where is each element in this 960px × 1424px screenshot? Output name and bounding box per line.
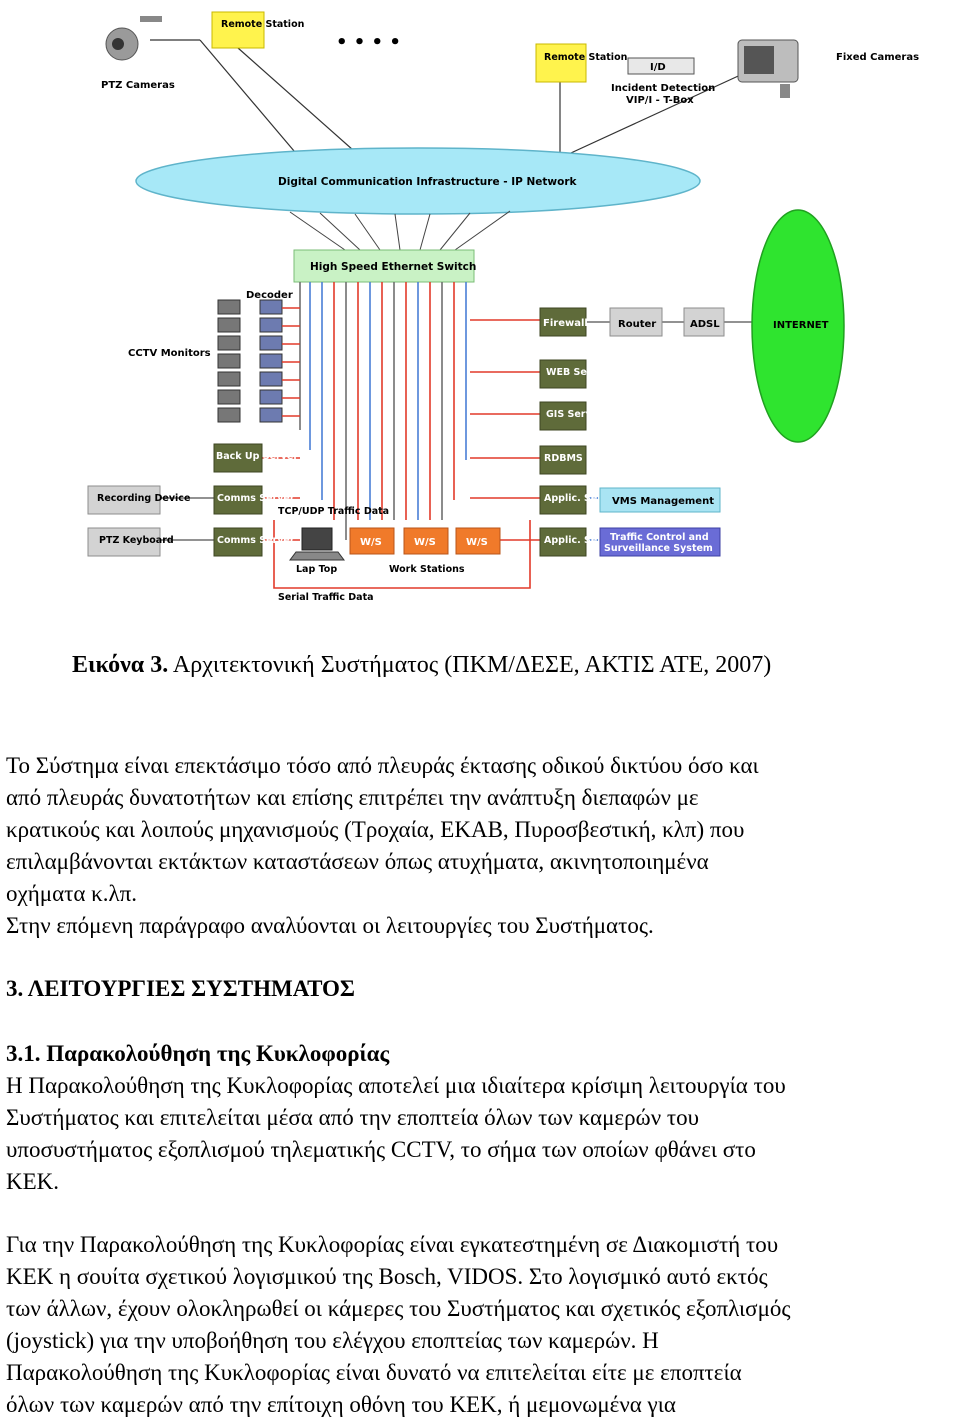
internet-label: INTERNET xyxy=(773,320,829,331)
p1-line-2: από πλευράς δυνατοτήτων και επίσης επιτρ… xyxy=(6,782,759,814)
p3-line-6: όλων των καμερών από την επίτοιχη οθόνη … xyxy=(6,1389,791,1421)
comms-server-1-label: Comms Server xyxy=(217,493,295,504)
serial-traffic-label: Serial Traffic Data xyxy=(278,592,374,603)
caption-number: Εικόνα 3. xyxy=(72,652,168,678)
system-architecture-diagram: PTZ Cameras Remote Station Remote Statio… xyxy=(0,0,960,640)
ws-1-label: W/S xyxy=(360,537,382,548)
caption-text: Αρχιτεκτονική Συστήματος (ΠΚΜ/ΔΕΣΕ, ΑΚΤΙ… xyxy=(168,652,771,678)
p2-line-3: υποσυστήματος εξοπλισμού τηλεματικής CCT… xyxy=(6,1134,786,1166)
firewall-label: Firewall xyxy=(543,318,588,329)
rdbms-server-label: RDBMS Server xyxy=(544,453,622,464)
recording-device-label: Recording Device xyxy=(97,493,190,504)
incident-detection-line2: VIP/I - T-Box xyxy=(626,95,694,106)
adsl-label: ADSL xyxy=(690,319,720,330)
laptop-label: Lap Top xyxy=(296,564,337,575)
remote-station-1-label: Remote Station xyxy=(221,19,305,30)
ethernet-switch-label: High Speed Ethernet Switch xyxy=(310,261,476,273)
router-label: Router xyxy=(618,319,656,330)
gis-server-label: GIS Server xyxy=(546,409,603,420)
network-switch-lines xyxy=(290,211,510,250)
p1-line-6: Στην επόμενη παράγραφο αναλύονται οι λει… xyxy=(6,910,759,942)
remote-station-2-box xyxy=(536,44,586,82)
paragraph-3: Για την Παρακολούθηση της Κυκλοφορίας εί… xyxy=(6,1229,791,1421)
ip-network-label: Digital Communication Infrastructure - I… xyxy=(278,176,578,188)
figure-caption: Εικόνα 3. Αρχιτεκτονική Συστήματος (ΠΚΜ/… xyxy=(72,652,771,679)
p3-line-5: Παρακολούθηση της Κυκλοφορίας είναι δυνα… xyxy=(6,1357,791,1389)
paragraph-1: Το Σύστημα είναι επεκτάσιμο τόσο από πλε… xyxy=(6,750,759,942)
fixed-camera-icon xyxy=(738,40,798,98)
p1-line-4: επιλαμβάνονται εκτάκτων καταστάσεων όπως… xyxy=(6,846,759,878)
fixed-cameras-label: Fixed Cameras xyxy=(836,52,919,63)
remote-station-1-box xyxy=(212,12,264,48)
p3-line-4: (joystick) για την υποβοήθηση του ελέγχο… xyxy=(6,1325,791,1357)
p1-line-1: Το Σύστημα είναι επεκτάσιμο τόσο από πλε… xyxy=(6,750,759,782)
vms-management-label: VMS Management xyxy=(612,496,714,507)
p2-line-4: ΚΕΚ. xyxy=(6,1166,786,1198)
ptz-keyboard-label: PTZ Keyboard xyxy=(99,535,174,546)
p1-line-3: κρατικούς και λοιπούς μηχανισμούς (Τροχα… xyxy=(6,814,759,846)
section-heading: 3. ΛΕΙΤΟΥΡΓΙΕΣ ΣΥΣΤΗΜΑΤΟΣ xyxy=(6,973,355,1005)
remote-station-2-label: Remote Station xyxy=(544,52,628,63)
p3-line-2: ΚΕΚ η σουίτα σχετικού λογισμικού της Bos… xyxy=(6,1261,791,1293)
decoder-monitors xyxy=(218,300,282,422)
tcp-udp-label: TCP/UDP Traffic Data xyxy=(278,506,389,517)
cctv-monitors-label: CCTV Monitors xyxy=(128,348,211,359)
p3-line-3: των άλλων, έχουν ολοκληρωθεί οι κάμερες … xyxy=(6,1293,791,1325)
ptz-cameras-label: PTZ Cameras xyxy=(101,80,175,91)
ws-3-label: W/S xyxy=(466,537,488,548)
subsection-heading: 3.1. Παρακολούθηση της Κυκλοφορίας xyxy=(6,1038,786,1070)
backup-server-label: Back Up Server xyxy=(216,451,298,462)
subsection-block: 3.1. Παρακολούθηση της Κυκλοφορίας Η Παρ… xyxy=(6,1038,786,1198)
more-stations-dots: • • • • xyxy=(336,32,401,53)
p3-line-1: Για την Παρακολούθηση της Κυκλοφορίας εί… xyxy=(6,1229,791,1261)
web-server-label: WEB Server xyxy=(546,367,609,378)
p1-line-5: οχήματα κ.λπ. xyxy=(6,878,759,910)
ws-2-label: W/S xyxy=(414,537,436,548)
p2-line-1: Η Παρακολούθηση της Κυκλοφορίας αποτελεί… xyxy=(6,1070,786,1102)
id-label: I/D xyxy=(650,62,666,73)
comms-server-2-label: Comms Server xyxy=(217,535,295,546)
traffic-control-line1: Traffic Control and xyxy=(610,532,709,543)
incident-detection-line1: Incident Detection xyxy=(611,83,715,94)
p2-line-2: Συστήματος και επιτελείται μέσα από την … xyxy=(6,1102,786,1134)
traffic-control-line2: Surveillance System xyxy=(604,543,713,554)
decoder-label: Decoder xyxy=(246,290,293,301)
ptz-camera-icon xyxy=(106,16,162,60)
work-stations-label: Work Stations xyxy=(389,564,465,575)
laptop-icon xyxy=(290,528,344,560)
